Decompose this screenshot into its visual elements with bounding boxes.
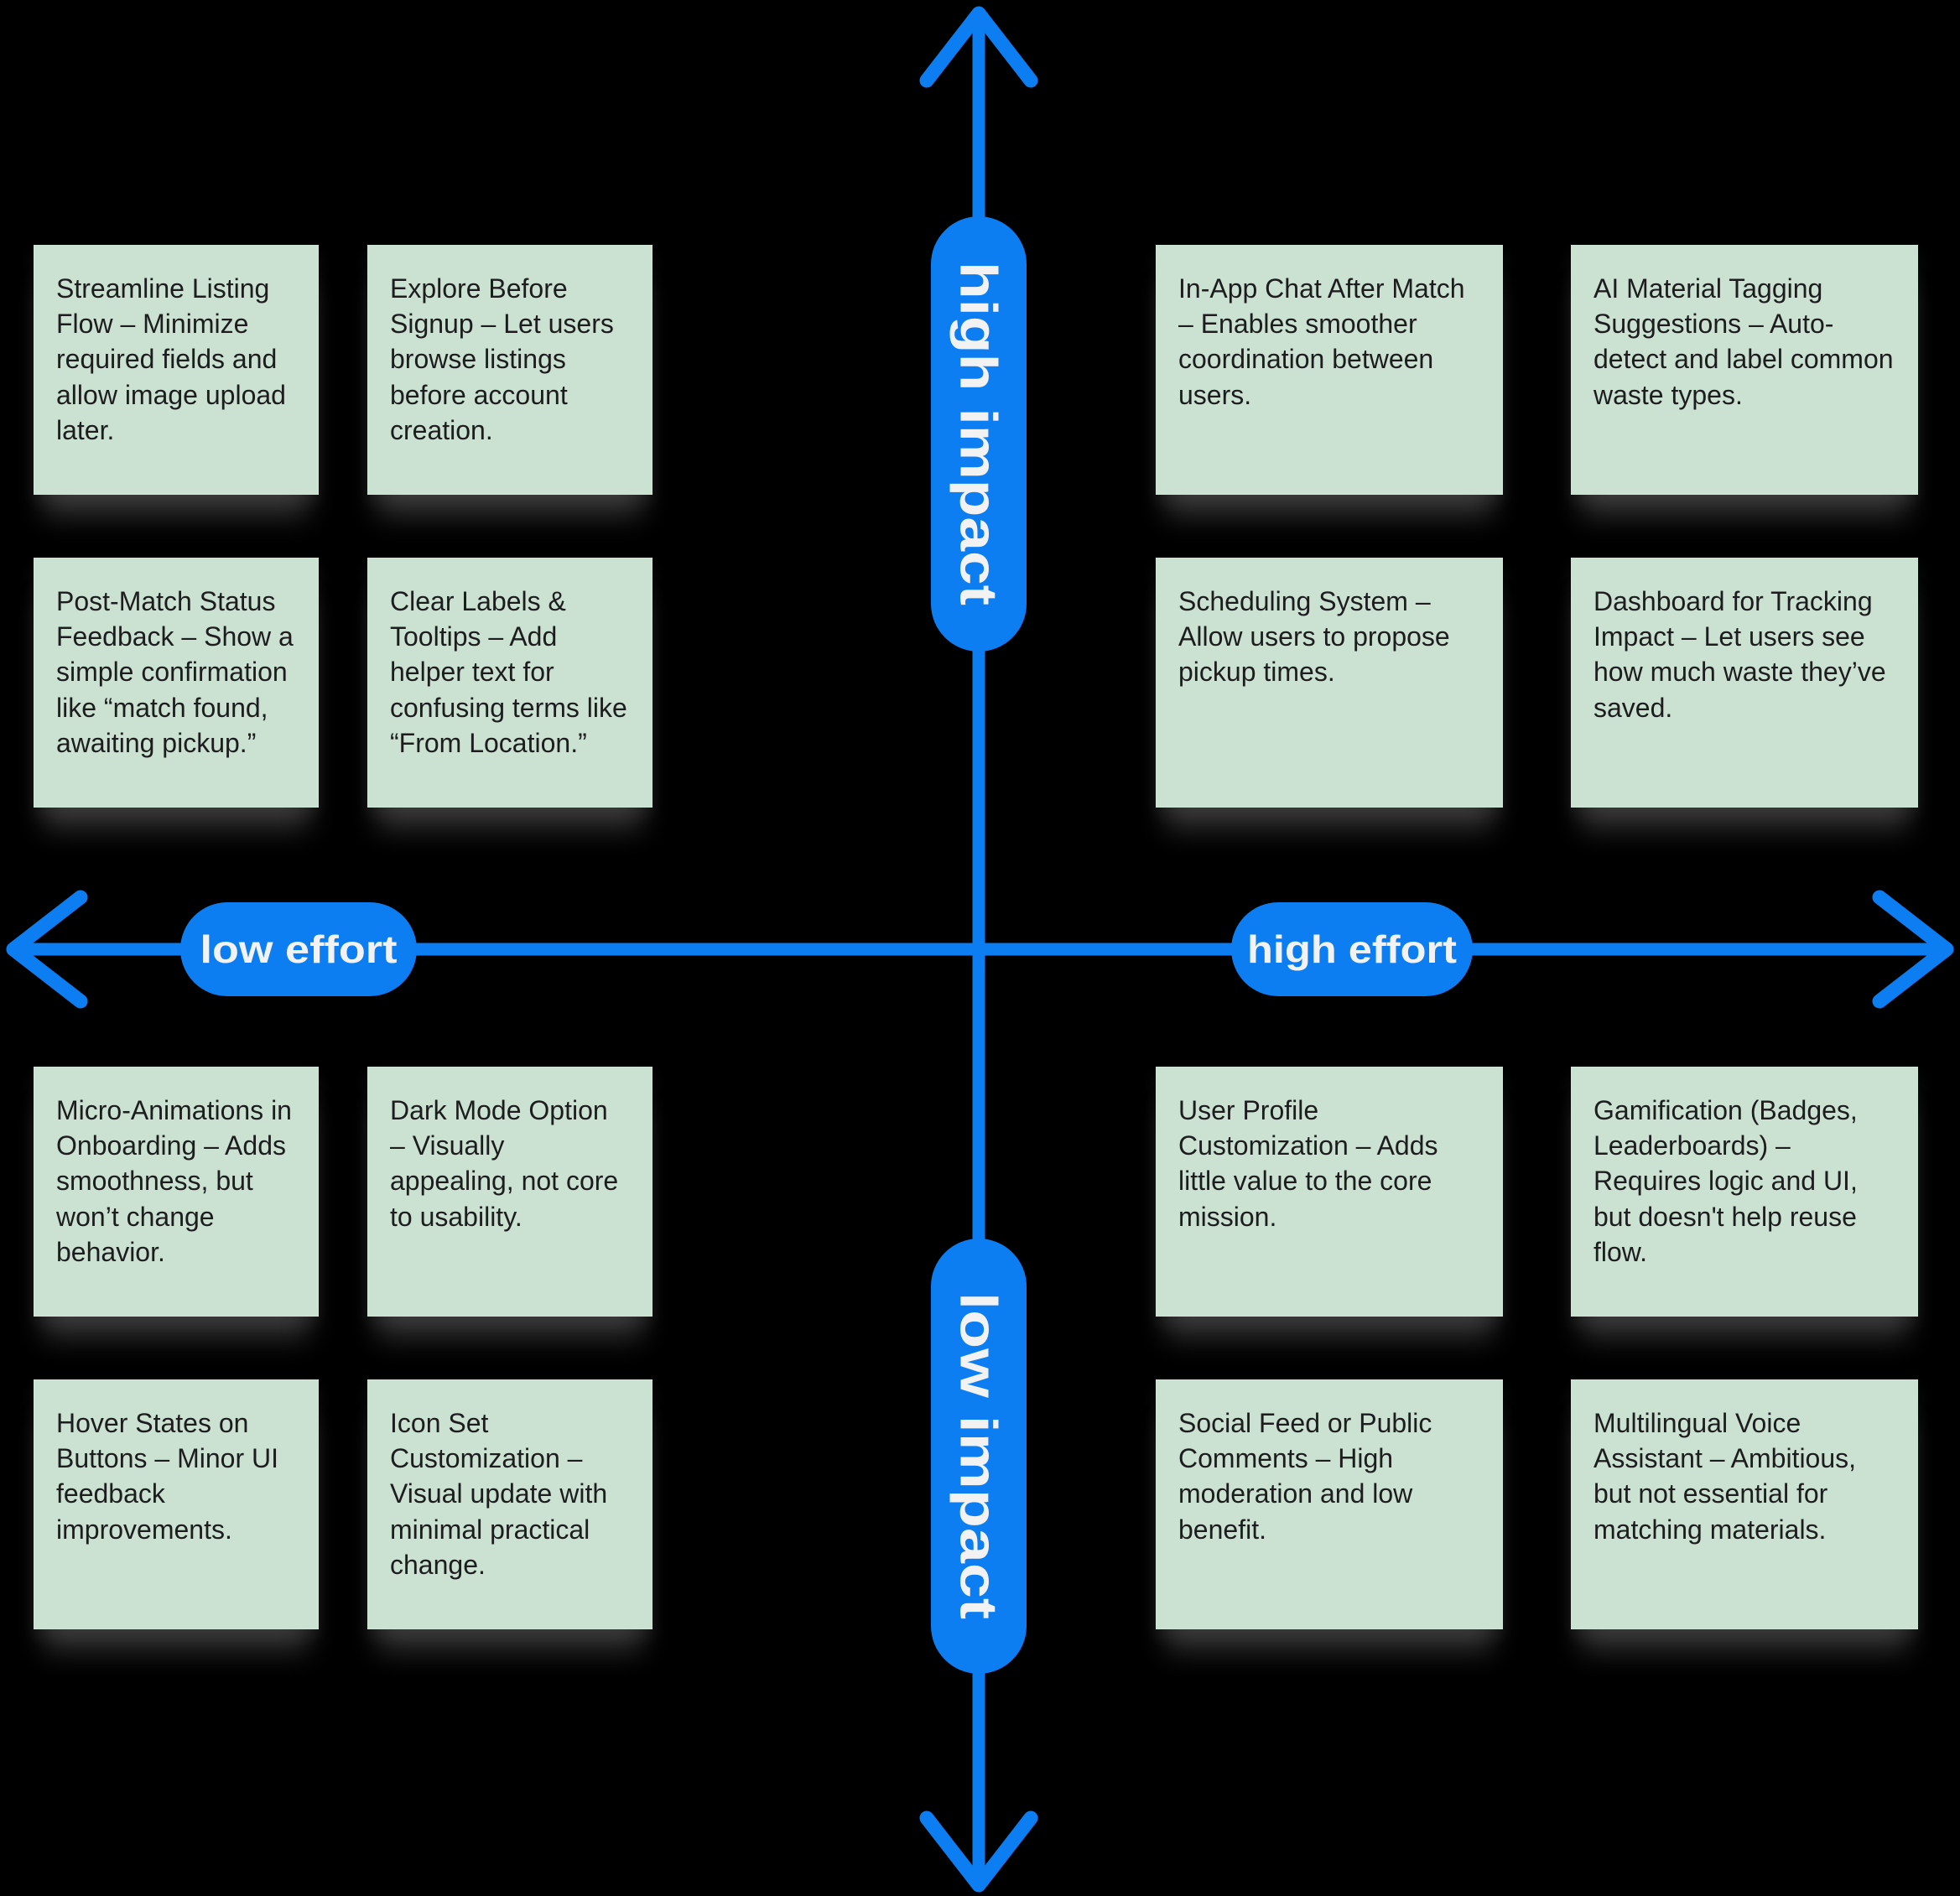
sticky-note-explore-before-signup[interactable]: Explore Before Signup – Let users browse…: [367, 245, 652, 495]
arrow-down-icon: [919, 1810, 1038, 1893]
sticky-note-post-match-status-feedback[interactable]: Post-Match Status Feedback – Show a simp…: [34, 558, 319, 808]
sticky-note-hover-states-buttons[interactable]: Hover States on Buttons – Minor UI feedb…: [34, 1379, 319, 1629]
sticky-note-user-profile-customization[interactable]: User Profile Customization – Adds little…: [1156, 1067, 1503, 1317]
sticky-note-clear-labels-tooltips[interactable]: Clear Labels & Tooltips – Add helper tex…: [367, 558, 652, 808]
sticky-note-dark-mode-option[interactable]: Dark Mode Option – Visually appealing, n…: [367, 1067, 652, 1317]
sticky-note-dashboard-tracking-impact[interactable]: Dashboard for Tracking Impact – Let user…: [1571, 558, 1918, 808]
sticky-note-micro-animations-onboarding[interactable]: Micro-Animations in Onboarding – Adds sm…: [34, 1067, 319, 1317]
low-effort-pill: [180, 902, 417, 996]
arrow-left-icon: [6, 890, 88, 1009]
axis-label-high-effort: high effort: [1247, 927, 1457, 971]
arrow-right-icon: [1872, 890, 1954, 1009]
high-effort-pill: [1231, 902, 1473, 996]
sticky-note-ai-material-tagging[interactable]: AI Material Tagging Suggestions – Auto-d…: [1571, 245, 1918, 495]
axis-label-high-impact: high impact: [949, 262, 1006, 605]
low-impact-pill: [931, 1239, 1027, 1674]
sticky-note-in-app-chat-after-match[interactable]: In-App Chat After Match – Enables smooth…: [1156, 245, 1503, 495]
sticky-note-gamification-badges-leaderboards[interactable]: Gamification (Badges, Leaderboards) – Re…: [1571, 1067, 1918, 1317]
sticky-note-streamline-listing-flow[interactable]: Streamline Listing Flow – Minimize requi…: [34, 245, 319, 495]
sticky-note-icon-set-customization[interactable]: Icon Set Customization – Visual update w…: [367, 1379, 652, 1629]
axis-label-low-effort: low effort: [200, 927, 398, 971]
sticky-note-multilingual-voice-assistant[interactable]: Multilingual Voice Assistant – Ambitious…: [1571, 1379, 1918, 1629]
sticky-note-social-feed-public-comments[interactable]: Social Feed or Public Comments – High mo…: [1156, 1379, 1503, 1629]
axis-label-low-impact: low impact: [949, 1292, 1006, 1619]
high-impact-pill: [931, 216, 1027, 652]
sticky-note-scheduling-system[interactable]: Scheduling System – Allow users to propo…: [1156, 558, 1503, 808]
arrow-up-icon: [919, 6, 1038, 88]
